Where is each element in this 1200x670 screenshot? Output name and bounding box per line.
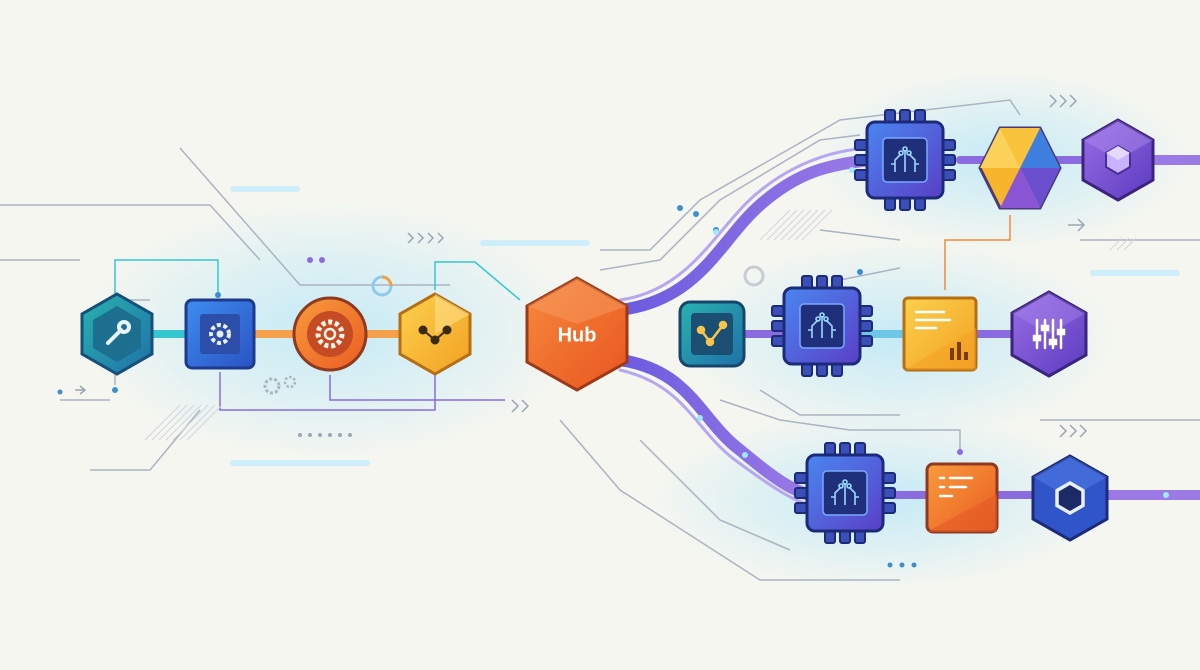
- bottom-processor-chip[interactable]: [794, 442, 896, 544]
- sliders-icon: [1032, 318, 1066, 350]
- document-lines-icon: [938, 476, 974, 498]
- bar-chart-icon: [950, 342, 968, 360]
- pipe-highlight-dots: [697, 167, 1169, 498]
- hex-tool-node[interactable]: [80, 292, 154, 376]
- round-gear-node[interactable]: [292, 296, 368, 372]
- hatch-patterns: [144, 209, 1137, 441]
- hexagon-ring-node[interactable]: [1031, 454, 1109, 542]
- hexagon-ring-icon: [1055, 480, 1085, 516]
- circuit-colored-lines: [114, 215, 1011, 411]
- document-card[interactable]: [925, 462, 999, 534]
- sliders-hexagon[interactable]: [1010, 290, 1088, 378]
- chart-node[interactable]: [678, 300, 746, 368]
- pipes: [0, 146, 1200, 507]
- multi-color-hexagon[interactable]: [978, 126, 1062, 210]
- network-icon: [418, 325, 452, 345]
- document-chart-card[interactable]: [902, 296, 978, 372]
- wrench-icon: [106, 320, 131, 345]
- circuit-icon: [831, 479, 859, 505]
- hub-node[interactable]: Hub: [525, 276, 629, 392]
- hex-network-node[interactable]: [398, 292, 472, 376]
- gem-icon: [1105, 144, 1131, 176]
- loading-ring-decoration: [371, 265, 765, 297]
- circuit-icon: [891, 146, 919, 172]
- circuit-icon: [808, 312, 836, 338]
- gear-icon: [315, 319, 345, 349]
- text-lines-icon: [914, 310, 952, 330]
- chevron-decorations: [75, 94, 1088, 438]
- circuit-dots: [57, 205, 963, 568]
- gear-icon: [209, 323, 231, 345]
- top-branch-pipe: [614, 154, 876, 316]
- purple-gem-hexagon[interactable]: [1081, 118, 1155, 202]
- middle-processor-chip[interactable]: [771, 275, 873, 377]
- top-processor-chip[interactable]: [854, 109, 956, 211]
- bottom-branch-pipe: [614, 354, 816, 501]
- trend-chart-icon: [696, 320, 728, 347]
- small-gear-decoration: [263, 375, 297, 395]
- square-settings-node[interactable]: [184, 298, 256, 370]
- hub-label: Hub: [558, 324, 597, 346]
